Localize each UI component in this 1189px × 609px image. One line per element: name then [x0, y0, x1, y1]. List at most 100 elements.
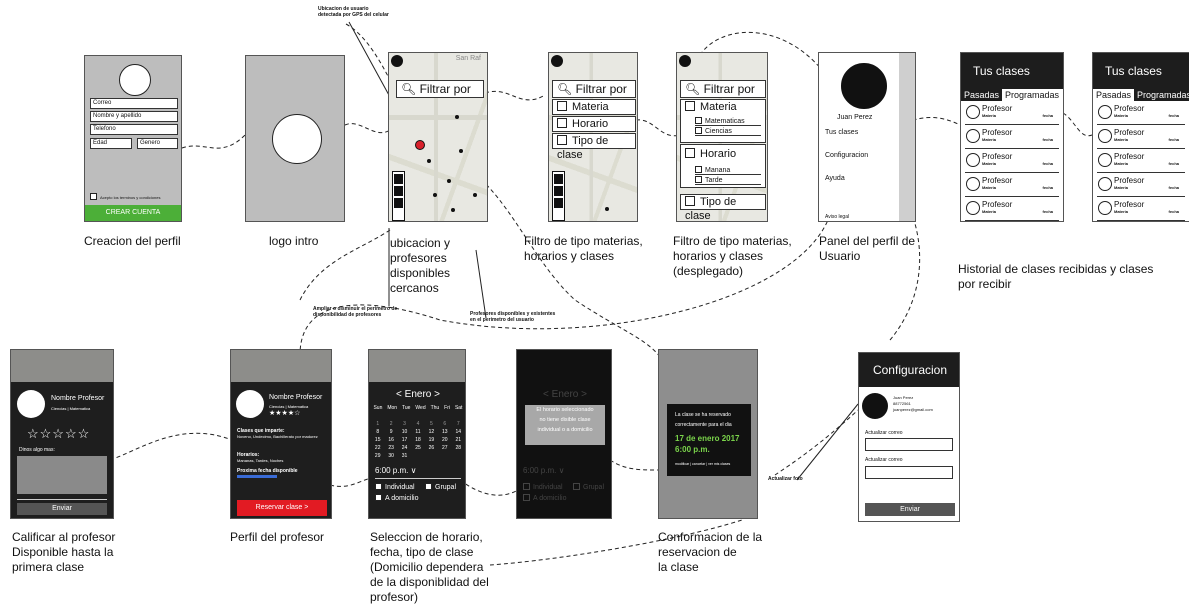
- user-avatar-icon[interactable]: [391, 55, 403, 67]
- comment-textarea[interactable]: [17, 456, 107, 494]
- email-field[interactable]: Correo: [90, 98, 178, 109]
- calendar-day[interactable]: 3: [403, 421, 406, 427]
- calendar-day[interactable]: 28: [455, 445, 462, 451]
- teacher-pin[interactable]: [447, 179, 451, 183]
- calendar-day[interactable]: 11: [415, 429, 421, 435]
- calendar-day[interactable]: 13: [442, 429, 448, 435]
- create-account-button[interactable]: CREAR CUENTA: [85, 205, 181, 221]
- update-email-input-2[interactable]: [865, 466, 953, 479]
- next-date-link[interactable]: [237, 475, 277, 478]
- terms-checkbox-row[interactable]: Acepto los terminos y condiciones: [90, 193, 180, 201]
- suboption-ciencias[interactable]: Ciencias: [695, 127, 761, 136]
- calendar-day[interactable]: 12: [428, 429, 435, 435]
- calendar-day[interactable]: 5: [430, 421, 433, 427]
- rating-stars-input[interactable]: ☆☆☆☆☆: [27, 426, 91, 441]
- filter-option-horario[interactable]: Horario: [552, 116, 636, 132]
- teacher-pin[interactable]: [427, 159, 431, 163]
- calendar-day[interactable]: 2: [389, 421, 393, 427]
- suboption-manana[interactable]: Manana: [695, 166, 761, 175]
- calendar-day[interactable]: 15: [374, 437, 381, 443]
- calendar-day[interactable]: 6: [443, 421, 447, 427]
- suboption-matematicas[interactable]: Matematicas: [695, 117, 761, 126]
- calendar-day[interactable]: 9: [389, 429, 393, 435]
- teacher-pin[interactable]: [605, 207, 609, 211]
- avatar-placeholder[interactable]: [119, 64, 151, 96]
- calendar-day[interactable]: 24: [401, 445, 408, 451]
- filter-search-box[interactable]: 🔍︎ Filtrar por: [680, 80, 766, 98]
- calendar-day[interactable]: 4: [416, 421, 420, 427]
- calendar-day[interactable]: 1: [376, 421, 380, 427]
- calendar-day[interactable]: 29: [374, 453, 381, 459]
- tab-programadas[interactable]: Programadas: [1134, 89, 1189, 101]
- calendar-day[interactable]: 25: [415, 445, 421, 451]
- menu-item-ayuda[interactable]: Ayuda: [825, 175, 845, 182]
- filter-option-tipo[interactable]: Tipo de clase: [552, 133, 636, 161]
- send-button[interactable]: Enviar: [865, 503, 955, 516]
- calendar-day[interactable]: 19: [428, 437, 435, 443]
- calendar-day[interactable]: 27: [442, 445, 448, 451]
- filter-option-tipo[interactable]: Tipo de clase: [680, 194, 766, 222]
- user-avatar-icon[interactable]: [841, 63, 887, 109]
- confirm-links[interactable]: modificar | cancelar | ver mis clases: [675, 462, 731, 466]
- calendar-day[interactable]: 14: [455, 429, 462, 435]
- calendar-day[interactable]: 26: [428, 445, 435, 451]
- phone-field[interactable]: Telefono: [90, 124, 178, 135]
- option-domicilio[interactable]: A domicilio: [375, 494, 418, 502]
- calendar-day[interactable]: 23: [388, 445, 394, 451]
- update-email-input[interactable]: [865, 438, 953, 451]
- teacher-pin[interactable]: [451, 208, 455, 212]
- name-field[interactable]: Nombre y apellido: [90, 111, 178, 122]
- tab-pasadas[interactable]: Pasadas: [1096, 90, 1132, 100]
- option-individual[interactable]: Individual: [375, 483, 415, 491]
- radius-slider[interactable]: [392, 171, 405, 221]
- calendar-day[interactable]: 18: [415, 437, 421, 443]
- send-button[interactable]: Enviar: [17, 503, 107, 515]
- terms-checkbox[interactable]: [90, 193, 97, 200]
- gender-field[interactable]: Genero: [137, 138, 178, 149]
- user-avatar-icon[interactable]: [551, 55, 563, 67]
- suboption-tarde[interactable]: Tarde: [695, 176, 761, 185]
- teacher-pin[interactable]: [459, 149, 463, 153]
- filter-option-materia[interactable]: Materia: [685, 101, 737, 113]
- age-field[interactable]: Edad: [90, 138, 132, 149]
- calendar-day[interactable]: 7: [456, 421, 460, 427]
- menu-item-aviso-legal[interactable]: Aviso legal: [825, 214, 850, 220]
- teacher-pin[interactable]: [433, 193, 437, 197]
- menu-item-configuracion[interactable]: Configuracion: [825, 152, 869, 159]
- time-selector[interactable]: 6:00 p.m. ∨: [375, 466, 417, 475]
- calendar-day[interactable]: 20: [442, 437, 448, 443]
- filter-search-box[interactable]: 🔍︎ Filtrar por: [552, 80, 636, 98]
- teacher-pin[interactable]: [455, 115, 459, 119]
- calendar-day[interactable]: 8: [376, 429, 380, 435]
- filter-option-horario[interactable]: Horario: [685, 148, 736, 160]
- calendar-day[interactable]: 10: [401, 429, 408, 435]
- user-avatar-icon[interactable]: [862, 393, 888, 419]
- calendar-day[interactable]: 16: [388, 437, 394, 443]
- menu-item-tus-clases[interactable]: Tus clases: [825, 129, 859, 136]
- tab-pasadas[interactable]: Pasadas: [961, 89, 1003, 101]
- tab-programadas[interactable]: Programadas: [1005, 90, 1060, 100]
- calendar-day[interactable]: 31: [401, 453, 408, 459]
- teacher-pin[interactable]: [473, 193, 477, 197]
- radius-slider[interactable]: [552, 171, 565, 221]
- filter-search-box[interactable]: 🔍︎ Filtrar por: [396, 80, 484, 98]
- calendar-day[interactable]: 17: [401, 437, 408, 443]
- calendar-day[interactable]: 22: [374, 445, 381, 451]
- calendar-day[interactable]: 30: [388, 453, 394, 459]
- reserve-button[interactable]: Reservar clase >: [237, 500, 327, 516]
- option-grupal[interactable]: Grupal: [425, 483, 456, 491]
- month-selector[interactable]: < Enero >: [396, 389, 440, 400]
- calendar-day[interactable]: 21: [455, 437, 462, 443]
- filter-option-materia[interactable]: Materia: [552, 99, 636, 115]
- user-avatar-icon[interactable]: [679, 55, 691, 67]
